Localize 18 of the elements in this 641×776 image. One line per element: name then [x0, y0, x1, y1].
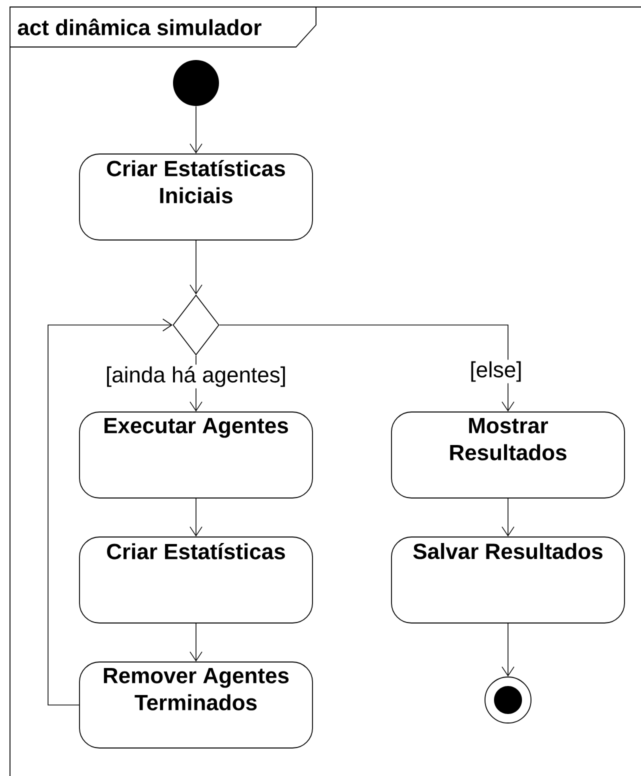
final-node — [484, 676, 532, 724]
arrow — [219, 324, 514, 412]
action-box: Salvar Resultados — [391, 536, 625, 624]
edge-label: [ainda há agentes] — [104, 364, 288, 388]
initial-node — [173, 60, 219, 106]
arrow — [190, 623, 202, 662]
action-box: Mostrar Resultados — [391, 412, 625, 498]
action-box: Criar Estatísticas — [79, 536, 313, 624]
arrow — [502, 498, 514, 537]
arrow — [502, 623, 514, 677]
arrow — [48, 318, 173, 706]
action-box: Criar Estatísticas Iniciais — [79, 154, 313, 240]
action-box: Executar Agentes — [79, 412, 313, 498]
arrow — [190, 498, 202, 537]
arrow — [190, 240, 202, 295]
edge-label: [else] — [468, 360, 524, 384]
arrow — [190, 106, 202, 154]
action-box: Remover Agentes Terminados — [79, 662, 313, 748]
